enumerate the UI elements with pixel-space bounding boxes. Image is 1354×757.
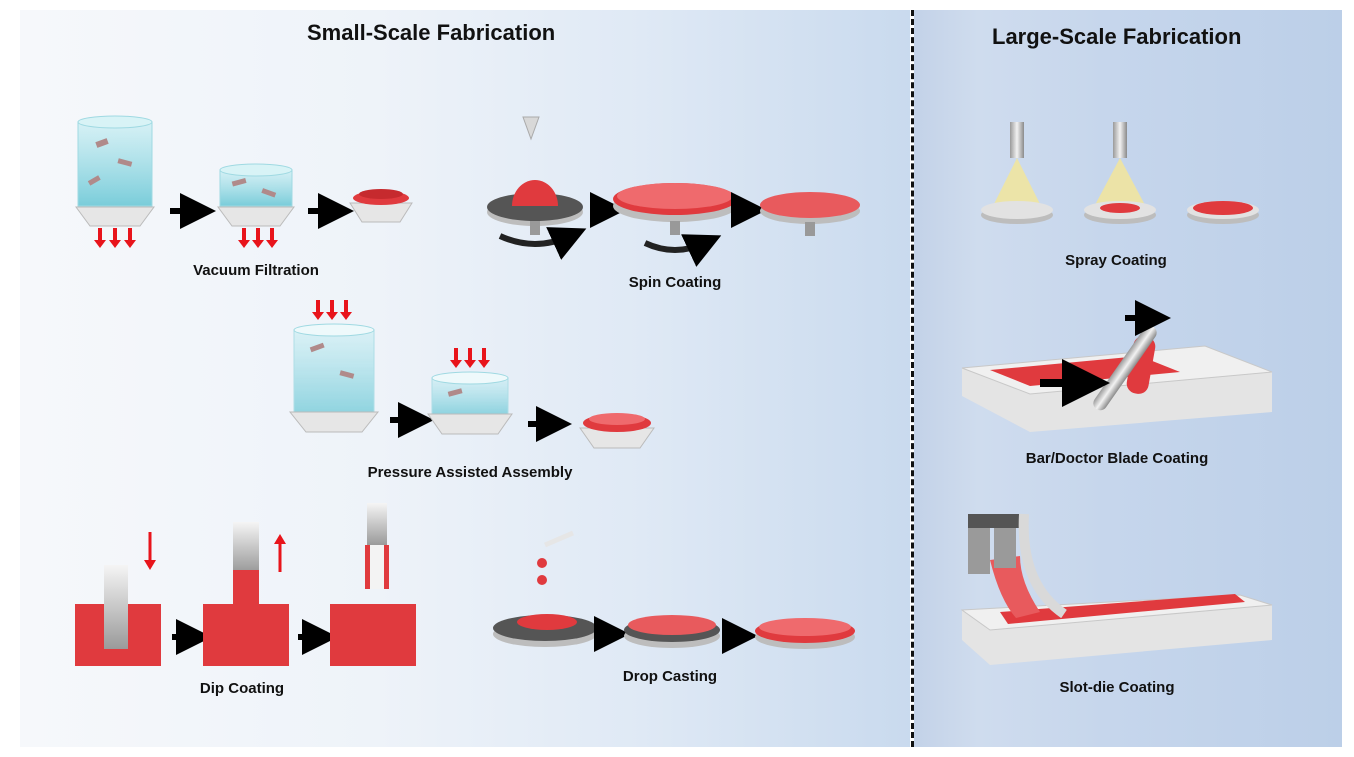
pressure-arrows <box>312 300 352 320</box>
large-scale-heading: Large-Scale Fabrication <box>992 24 1242 49</box>
spray-coated-disk <box>1187 201 1259 224</box>
dip-bath-withdrawing <box>203 522 289 666</box>
slot-die-coating-illustration <box>960 513 1273 665</box>
drop-disk-1 <box>493 614 597 647</box>
slot-die-coating-label: Slot-die Coating <box>1059 679 1175 696</box>
drop-disk-3 <box>755 618 855 649</box>
dispenser-tip <box>522 116 540 141</box>
drop-casting-illustration <box>493 530 855 654</box>
rotation-arrow <box>498 227 587 260</box>
rotation-arrow <box>643 234 722 267</box>
spin-disk-droplet <box>487 180 587 260</box>
drop-casting-label: Drop Casting <box>622 668 718 685</box>
pressure-assisted-assembly-illustration <box>288 300 655 449</box>
drop-disk-2 <box>624 615 720 648</box>
vacuum-filtration-label: Vacuum Filtration <box>193 262 319 279</box>
spray-coating-label: Spray Coating <box>1065 252 1167 269</box>
filtered-film-dish <box>349 189 413 223</box>
droplet <box>537 575 547 585</box>
dip-bath-immersing <box>75 532 161 666</box>
bar-coating-illustration <box>961 300 1273 432</box>
spray-coating-illustration <box>981 122 1259 224</box>
vacuum-filtration-illustration <box>75 115 413 248</box>
vacuum-suction-arrows <box>94 228 136 248</box>
dip-coating-illustration <box>75 503 416 666</box>
filter-funnel-half <box>217 163 295 227</box>
filter-funnel-full <box>75 115 155 227</box>
slot-die-head <box>968 513 1067 619</box>
press-container-compressed <box>427 371 513 435</box>
droplet <box>537 558 547 568</box>
spray-nozzle-1 <box>981 122 1053 224</box>
bar-doctor-blade-coating-label: Bar/Doctor Blade Coating <box>1025 450 1209 467</box>
spray-nozzle-2 <box>1084 122 1156 224</box>
small-scale-heading: Small-Scale Fabrication <box>307 20 556 45</box>
spin-disk-coated <box>760 192 860 236</box>
dip-coating-label: Dip Coating <box>199 680 285 697</box>
pipette <box>544 530 574 548</box>
spin-disk-spreading <box>613 183 737 267</box>
vacuum-suction-arrows <box>238 228 278 248</box>
spin-coating-label: Spin Coating <box>628 274 722 291</box>
dashed-divider <box>911 10 914 747</box>
pressure-arrows <box>450 348 490 368</box>
press-container-full <box>288 323 380 433</box>
assembled-film-dish <box>579 413 655 449</box>
pressure-assisted-assembly-label: Pressure Assisted Assembly <box>367 464 573 481</box>
dip-bath-coated <box>330 503 416 666</box>
spin-coating-illustration <box>487 116 860 267</box>
